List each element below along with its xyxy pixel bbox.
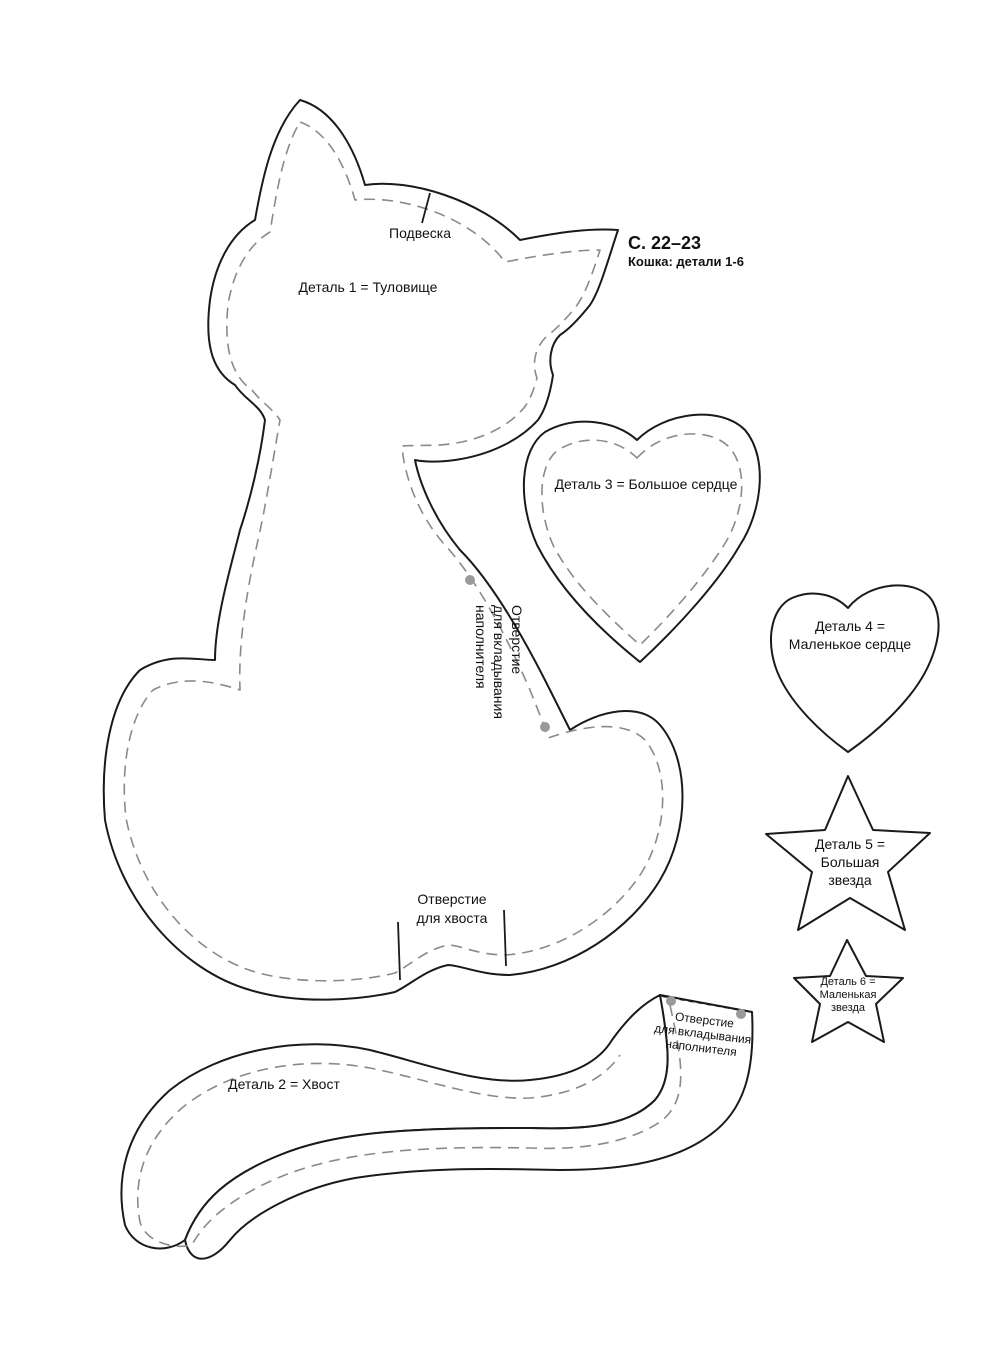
body-filling-opening-label: Отверстие для вкладывания наполнителя: [473, 605, 525, 719]
big-heart-piece: Деталь 3 = Большое сердце: [522, 413, 761, 663]
small-star-label-line2: Маленькая: [820, 989, 877, 1001]
tail-opening-label-line1: Отверстие: [417, 891, 486, 907]
tail-piece: Отверстие для вкладывания наполнителя Де…: [120, 994, 754, 1260]
tail-opening-start-marker: [666, 996, 676, 1006]
page-reference: С. 22–23: [628, 233, 701, 253]
big-heart-label: Деталь 3 = Большое сердце: [555, 476, 738, 492]
hanger-label: Подвеска: [389, 225, 451, 241]
small-star-piece: Деталь 6 = Маленькая звезда: [793, 939, 904, 1043]
tail-opening-mark-right: [503, 909, 507, 967]
big-star-label-line3: звезда: [828, 872, 871, 888]
small-heart-cut-outline: [769, 584, 940, 753]
svg-text:Отверстие: Отверстие: [509, 605, 525, 674]
body-opening-end-marker: [540, 722, 550, 732]
big-heart-cut-outline: [522, 413, 761, 663]
big-star-label-line2: Большая: [821, 854, 880, 870]
small-star-cut-outline: [793, 939, 904, 1043]
pattern-subtitle: Кошка: детали 1-6: [628, 254, 744, 269]
big-star-label-line1: Деталь 5 =: [815, 836, 885, 852]
small-heart-piece: Деталь 4 = Маленькое сердце: [769, 584, 940, 753]
small-star-label-line1: Деталь 6 =: [820, 976, 875, 988]
tail-piece-label: Деталь 2 = Хвост: [228, 1076, 340, 1092]
svg-text:для вкладывания: для вкладывания: [491, 605, 507, 719]
small-star-label-line3: звезда: [831, 1002, 866, 1014]
body-cut-outline: [102, 99, 684, 1001]
big-star-piece: Деталь 5 = Большая звезда: [765, 775, 931, 931]
tail-opening-dotted-edge: [661, 995, 753, 1013]
small-heart-label-line1: Деталь 4 =: [815, 618, 885, 634]
body-piece: Подвеска Деталь 1 = Туловище Отверстие д…: [102, 99, 684, 1001]
body-opening-start-marker: [465, 575, 475, 585]
body-seam-line: [123, 121, 664, 982]
big-star-cut-outline: [765, 775, 931, 931]
tail-opening-mark-left: [397, 921, 401, 981]
svg-text:наполнителя: наполнителя: [473, 605, 489, 689]
small-heart-label-line2: Маленькое сердце: [789, 636, 912, 652]
tail-seam-line: [136, 1004, 682, 1247]
tail-opening-label-line2: для хвоста: [417, 910, 488, 926]
hanger-mark: [421, 192, 431, 224]
body-piece-label: Деталь 1 = Туловище: [299, 279, 438, 295]
tail-opening-end-marker: [736, 1009, 746, 1019]
tail-end-tab: [184, 994, 754, 1260]
